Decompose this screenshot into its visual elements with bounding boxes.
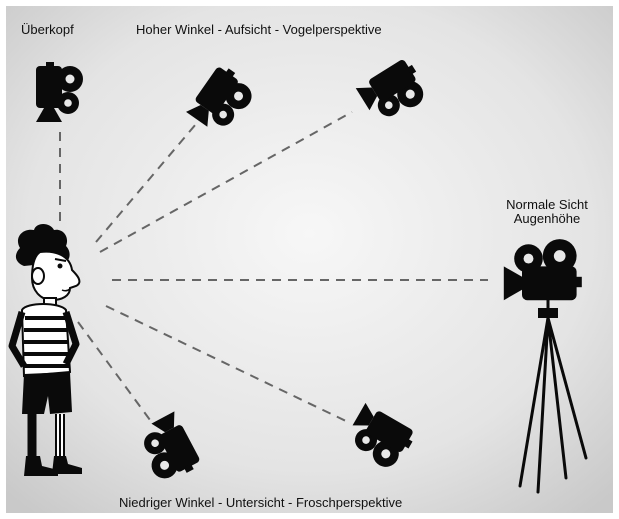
line-high-2 — [99, 111, 353, 253]
label-overhead: Überkopf — [21, 22, 74, 37]
label-eye-level: Normale Sicht Augenhöhe — [489, 198, 605, 226]
line-low-1 — [77, 321, 151, 421]
sight-lines — [59, 111, 488, 423]
label-low-angle: Niedriger Winkel - Untersicht - Froschpe… — [119, 495, 403, 510]
label-eye-level-line2: Augenhöhe — [513, 211, 581, 226]
tripod-head — [538, 308, 558, 318]
line-high-1 — [95, 123, 197, 243]
label-eye-level-line1: Normale Sicht — [506, 197, 588, 212]
boy-figure — [8, 224, 82, 476]
line-low-2 — [105, 305, 349, 423]
label-high-angle: Hoher Winkel - Aufsicht - Vogelperspekti… — [136, 22, 382, 37]
tripod-icon — [518, 298, 588, 494]
